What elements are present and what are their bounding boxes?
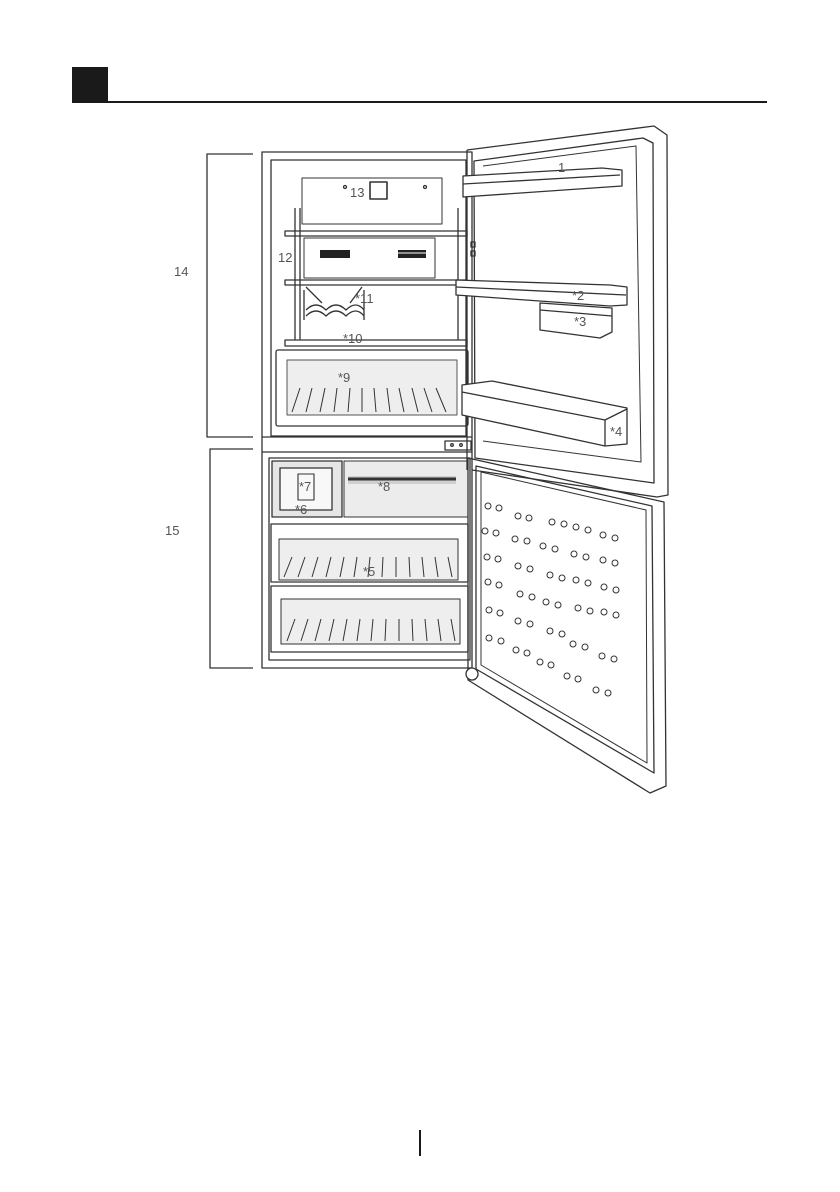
label-14: 14 [174,264,188,279]
label-1: 1 [558,160,565,175]
page-number-mark [419,1130,421,1156]
label-8: *8 [378,479,390,494]
label-4: *4 [610,424,622,439]
crisper-cover [285,340,467,346]
label-2: *2 [572,288,584,303]
door-shelf-top [463,168,622,197]
label-10: *10 [343,331,363,346]
label-5: *5 [363,564,375,579]
label-9: *9 [338,370,350,385]
label-13: 13 [350,185,364,200]
door-dimple-pattern [482,503,619,696]
freezer-drawer-top [344,461,468,517]
door-shelf-middle [456,280,627,306]
freezer-drawer-bottom [271,586,468,652]
label-7: *7 [299,479,311,494]
label-11: *11 [355,291,374,306]
light-switch [370,182,387,199]
crisper-drawer [276,350,468,426]
glass-shelf-middle [285,280,467,285]
label-3: *3 [574,314,586,329]
label-6: *6 [295,502,307,517]
fridge-bracket [207,154,253,437]
freezer-door [466,458,666,793]
glass-shelf-upper [285,231,467,236]
door-shelf-bottom [462,381,627,446]
label-15: 15 [165,523,179,538]
freezer-bracket [210,449,253,668]
fridge-door [456,126,668,497]
label-12: 12 [278,250,292,265]
